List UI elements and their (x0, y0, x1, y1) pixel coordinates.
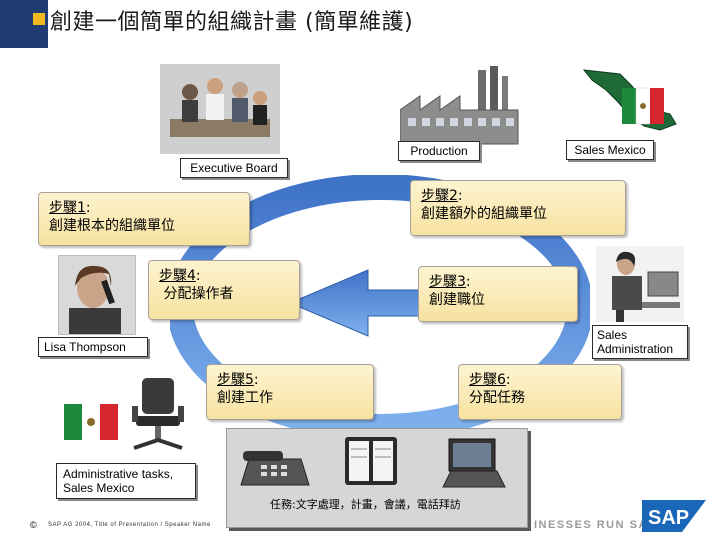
executive-board-photo (160, 64, 280, 154)
step-5-number: 步驟5 (217, 372, 254, 388)
step-2-box: 步驟2: 創建額外的組織單位 (410, 180, 626, 236)
office-chair-icon (132, 378, 184, 450)
administrative-tasks-label: Administrative tasks, Sales Mexico (56, 463, 196, 499)
step-1-number: 步驟1 (49, 200, 86, 216)
mexico-flag-icon (64, 404, 118, 440)
header-bullet (33, 13, 45, 25)
step-3-desc: 創建職位 (429, 292, 485, 308)
mexico-map-flag-icon (582, 69, 677, 131)
lisa-photo (58, 255, 136, 335)
lisa-thompson-label: Lisa Thompson (38, 337, 148, 357)
step-5-box: 步驟5: 創建工作 (206, 364, 374, 420)
executive-board-label: Executive Board (180, 158, 288, 178)
tasks-panel (226, 428, 528, 528)
step-6-box: 步驟6: 分配任務 (458, 364, 622, 420)
step-4-desc: 分配操作者 (163, 286, 234, 302)
page-title: 創建一個簡單的組織計畫 (簡單維護) (50, 10, 414, 35)
step-5-colon: : (253, 372, 259, 388)
step-4-number: 步驟4 (159, 268, 196, 284)
step-2-desc: 創建額外的組織單位 (421, 206, 547, 222)
step-5-desc: 創建工作 (217, 390, 273, 406)
step-3-box: 步驟3: 創建職位 (418, 266, 578, 322)
step-6-number: 步驟6 (469, 372, 506, 388)
footer-text: SAP AG 2004, Title of Presentation / Spe… (48, 522, 211, 528)
production-label: Production (398, 141, 480, 161)
tasks-description: 任務:文字處理，計畫，會議，電話拜訪 (270, 498, 461, 511)
step-4-colon: : (195, 268, 201, 284)
sap-logo: SAP (642, 500, 706, 532)
step-1-desc: 創建根本的組織單位 (49, 218, 175, 234)
step-3-colon: : (465, 274, 471, 290)
step-3-number: 步驟3 (429, 274, 466, 290)
step-6-colon: : (505, 372, 511, 388)
step-2-colon: : (457, 188, 463, 204)
step-6-desc: 分配任務 (469, 390, 525, 406)
copyright-symbol: © (30, 520, 37, 530)
sales-admin-photo (596, 246, 684, 322)
sales-mexico-label: Sales Mexico (566, 140, 654, 160)
sap-logo-text: SAP (648, 507, 689, 529)
telephone-icon (240, 451, 310, 486)
factory-icon (400, 66, 519, 145)
laptop-icon (442, 438, 506, 488)
step-1-box: 步驟1: 創建根本的組織單位 (38, 192, 250, 246)
step-4-box: 步驟4: 分配操作者 (148, 260, 300, 320)
sales-administration-label: Sales Administration (592, 325, 688, 359)
tagline: INESSES RUN SAP (534, 519, 657, 531)
organizer-icon (345, 437, 397, 485)
step-1-colon: : (85, 200, 91, 216)
step-2-number: 步驟2 (421, 188, 458, 204)
